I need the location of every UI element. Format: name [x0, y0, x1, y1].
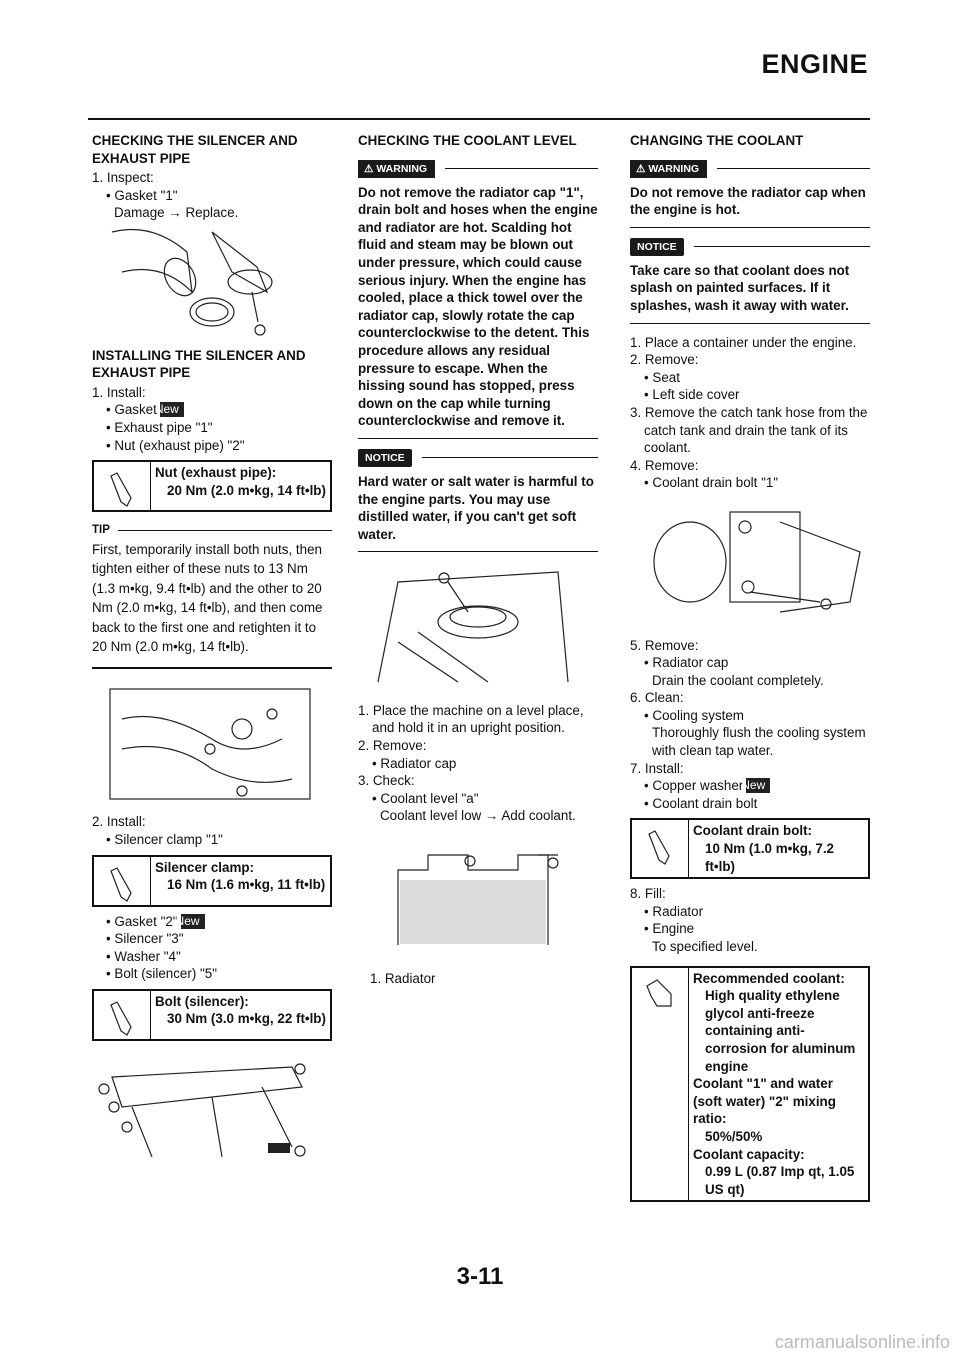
- section-title-coolant-level: CHECKING THE COOLANT LEVEL: [358, 133, 577, 148]
- torque-spec-box: Coolant drain bolt:10 Nm (1.0 m•kg, 7.2 …: [630, 818, 870, 880]
- warning-text: Do not remove the radiator cap "1", drai…: [358, 184, 598, 429]
- bullet-sub: Drain the coolant completely.: [652, 672, 824, 688]
- column-middle: CHECKING THE COOLANT LEVEL ⚠ WARNING Do …: [358, 132, 598, 987]
- notice-text: Take care so that coolant does not splas…: [630, 262, 850, 313]
- oil-can-icon: [632, 967, 689, 1201]
- new-badge: New: [176, 913, 205, 929]
- warning-badge: ⚠ WARNING: [630, 159, 708, 178]
- step: 3. Check:: [358, 773, 415, 789]
- bullet: • GasketNew: [104, 401, 332, 419]
- notice-badge: NOTICE: [358, 448, 412, 467]
- step: 1. Place the machine on a level place, a…: [358, 702, 584, 736]
- step: 2. Remove:: [358, 738, 427, 754]
- bullet: • Radiator cap: [372, 755, 457, 771]
- step: 1. Place a container under the engine.: [630, 334, 857, 350]
- wrench-icon: [94, 462, 151, 511]
- bullet: • Coolant level "a": [372, 790, 479, 806]
- bullet-sub: Thoroughly flush the cooling system with…: [652, 725, 866, 759]
- step: 8. Fill:: [630, 886, 666, 902]
- wrench-icon: [632, 820, 689, 878]
- bullet: • Silencer clamp "1": [106, 831, 223, 847]
- column-right: CHANGING THE COOLANT ⚠ WARNING Do not re…: [630, 132, 870, 1208]
- new-badge: New: [155, 402, 184, 418]
- torque-spec-box: Nut (exhaust pipe):20 Nm (2.0 m•kg, 14 f…: [92, 460, 332, 513]
- bullet: • Nut (exhaust pipe) "2": [106, 437, 245, 453]
- column-left: CHECKING THE SILENCER AND EXHAUST PIPE 1…: [92, 132, 332, 1171]
- step: 7. Install:: [630, 760, 684, 776]
- bullet: • Cooling system: [644, 707, 744, 723]
- tip-header: TIP: [92, 522, 332, 540]
- bullet: • Exhaust pipe "1": [106, 419, 213, 435]
- step: 2. Install:: [92, 814, 146, 830]
- step: 1. Inspect:: [92, 170, 154, 186]
- notice-text: Hard water or salt water is harmful to t…: [358, 473, 594, 542]
- bullet: • Radiator: [644, 903, 704, 919]
- step: 1. Install:: [92, 384, 146, 400]
- warning-text: Do not remove the radiator cap when the …: [630, 184, 866, 218]
- warning-badge: ⚠ WARNING: [358, 159, 436, 178]
- new-badge: New: [741, 778, 771, 794]
- bullet: • Left side cover: [644, 387, 740, 403]
- step: 5. Remove:: [630, 637, 699, 653]
- bullet: • Engine: [644, 921, 695, 937]
- step: 3. Remove the catch tank hose from the c…: [630, 404, 868, 456]
- watermark: carmanualsonline.info: [774, 1332, 950, 1353]
- bullet: • Copper washerNew: [642, 777, 870, 795]
- radiator-cap-illustration: [377, 571, 569, 683]
- coolant-level-illustration: [397, 854, 559, 946]
- section-title-silencer-check: CHECKING THE SILENCER AND EXHAUST PIPE: [92, 133, 298, 166]
- bullet: • Coolant drain bolt: [644, 795, 758, 811]
- wrench-icon: [94, 990, 151, 1039]
- bullet: • Radiator cap: [644, 655, 729, 671]
- bullet: • Coolant drain bolt "1": [644, 475, 779, 491]
- tip-text: First, temporarily install both nuts, th…: [92, 541, 323, 655]
- notice-badge: NOTICE: [630, 237, 684, 256]
- section-title-silencer-install: INSTALLING THE SILENCER AND EXHAUST PIPE: [92, 347, 306, 381]
- step: 2. Remove:: [630, 352, 699, 368]
- page-number: 3-11: [456, 1263, 504, 1290]
- notice-header: NOTICE: [630, 237, 870, 256]
- notice-header: NOTICE: [358, 448, 598, 467]
- bullet: • Gasket "2"New: [104, 913, 332, 931]
- bullet: • Bolt (silencer) "5": [106, 966, 217, 982]
- warning-header: ⚠ WARNING: [358, 159, 598, 178]
- figure-caption: 1. Radiator: [370, 970, 436, 986]
- bullet: • Washer "4": [106, 948, 181, 964]
- drain-bolt-illustration: [653, 511, 861, 613]
- step: 6. Clean:: [630, 690, 684, 706]
- bullet-sub: Damage → Replace.: [114, 205, 239, 221]
- header-rule: [88, 118, 870, 120]
- bullet: • Silencer "3": [106, 931, 184, 947]
- gasket-illustration: [111, 228, 273, 336]
- torque-spec-box: Silencer clamp:16 Nm (1.6 m•kg, 11 ft•lb…: [92, 854, 332, 907]
- exhaust-pipe-illustration: [109, 688, 311, 800]
- coolant-spec-box: Recommended coolant:High quality ethylen…: [630, 965, 870, 1203]
- bullet: • Gasket "1": [106, 187, 178, 203]
- step: 4. Remove:: [630, 457, 699, 473]
- torque-spec-box: Bolt (silencer):30 Nm (3.0 m•kg, 22 ft•l…: [92, 988, 332, 1041]
- bullet-sub: To specified level.: [652, 939, 758, 954]
- section-title-changing-coolant: CHANGING THE COOLANT: [630, 133, 804, 148]
- wrench-icon: [94, 856, 151, 905]
- silencer-illustration: [98, 1063, 306, 1158]
- warning-header: ⚠ WARNING: [630, 159, 870, 178]
- bullet: • Seat: [644, 369, 680, 385]
- page-title: ENGINE: [761, 49, 868, 79]
- bullet-sub: Coolant level low → Add coolant.: [380, 808, 576, 824]
